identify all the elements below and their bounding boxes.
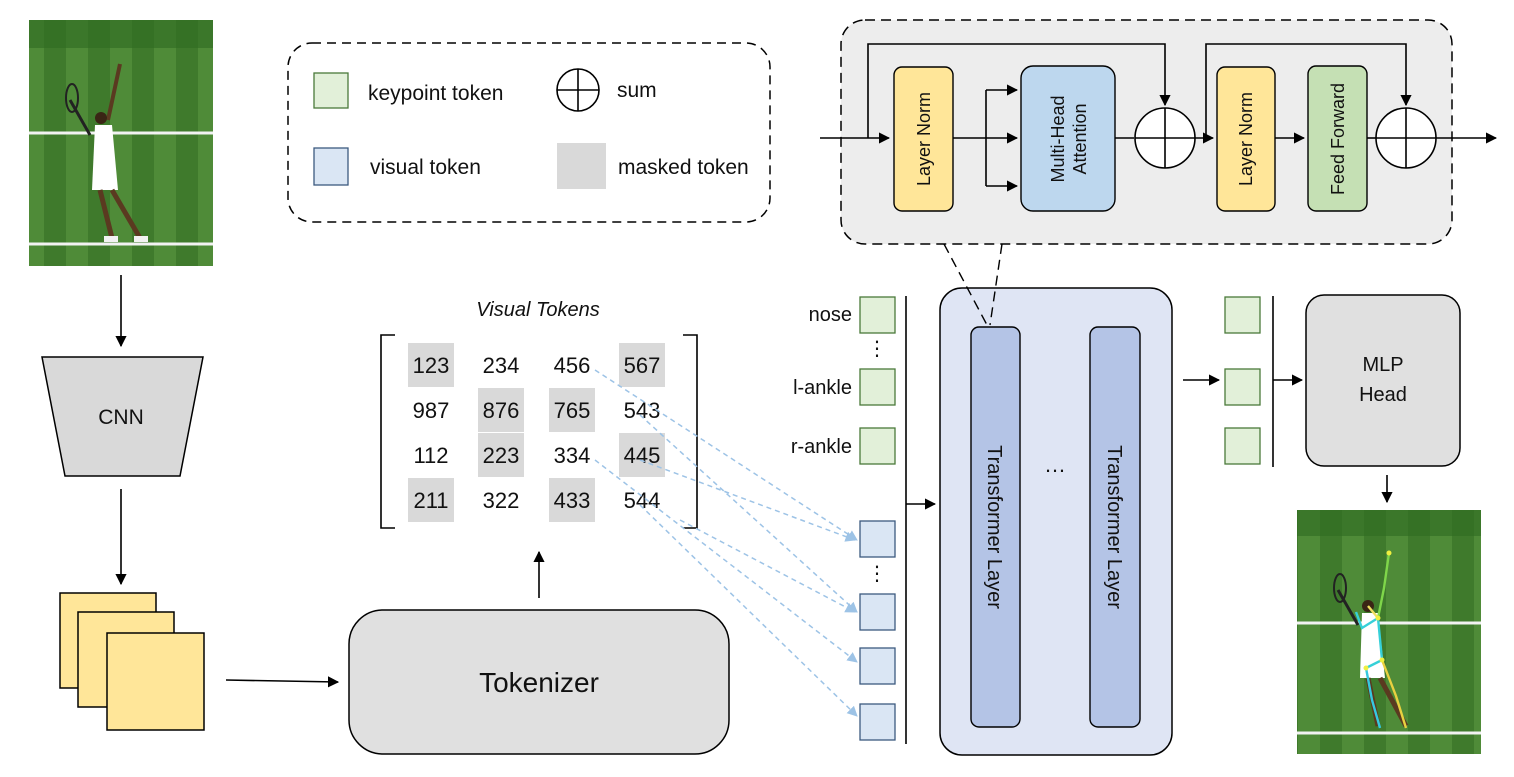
masked-token-cell — [549, 388, 595, 432]
sum-node-1 — [1134, 107, 1196, 169]
legend-visual-label: visual token — [370, 156, 481, 179]
cnn-block: CNN — [41, 356, 204, 477]
sum-node-2 — [1375, 107, 1437, 169]
visual-token-value: 765 — [554, 398, 591, 423]
visual-token-value: 211 — [413, 488, 448, 513]
residual-connection-2 — [1205, 43, 1412, 138]
transformer-layer-2 — [1089, 326, 1141, 728]
masked-token-cell — [549, 478, 595, 522]
feature-maps — [59, 592, 205, 731]
visual-token-value: 234 — [483, 353, 520, 378]
mha-label-line1: Multi-Head — [1048, 95, 1068, 182]
token-arrow — [594, 459, 858, 663]
pose-skeleton — [1354, 550, 1408, 729]
visual-token-dots: ⋮ — [867, 563, 887, 585]
keypoint-token-l-ankle — [859, 368, 896, 406]
masked-token-cell — [478, 388, 524, 432]
tokenizer-label: Tokenizer — [479, 667, 599, 698]
transformer-block-detail: Layer Norm Multi-Head Attention Layer No… — [820, 19, 1498, 245]
multi-head-attention — [1020, 65, 1116, 212]
mlp-head-line1: MLP — [1362, 354, 1403, 376]
mlp-head: MLP Head — [1305, 294, 1461, 467]
token-arrow — [594, 369, 858, 541]
visual-token — [859, 703, 896, 741]
visual-token-value: 433 — [554, 488, 591, 513]
output-token-column — [1183, 296, 1304, 467]
layer-norm-1-label: Layer Norm — [914, 92, 934, 186]
token-arrow — [639, 459, 856, 542]
input-image — [29, 20, 213, 266]
output-keypoint-token — [1224, 368, 1261, 406]
visual-token-value: 543 — [624, 398, 661, 423]
keypoint-label-r-ankle: r-ankle — [791, 436, 852, 458]
arrow-features-to-tokenizer — [225, 676, 340, 688]
visual-token-value: 123 — [413, 353, 450, 378]
visual-token — [859, 520, 896, 558]
transformer-stack: Transformer Layer … Transformer Layer — [939, 287, 1173, 756]
transformer-ellipsis: … — [1044, 452, 1066, 477]
masked-token-cell — [408, 478, 454, 522]
legend: keypoint token visual token sum masked t… — [287, 42, 771, 223]
token-arrow — [639, 414, 858, 613]
keypoint-token-nose — [859, 296, 896, 334]
transformer-layer-1-label: Transformer Layer — [983, 445, 1005, 609]
token-arrow — [679, 519, 856, 613]
mlp-head-line2: Head — [1359, 384, 1407, 406]
masked-token-cell — [619, 343, 665, 387]
cnn-label: CNN — [98, 406, 144, 429]
keypoint-label-nose: nose — [809, 304, 852, 326]
residual-connection-1 — [867, 43, 1171, 138]
masked-token-cell — [408, 343, 454, 387]
visual-token-value: 987 — [413, 398, 450, 423]
legend-keypoint-swatch — [313, 72, 349, 109]
output-pose-image — [1297, 510, 1481, 754]
output-keypoint-token — [1224, 427, 1261, 465]
layer-norm-2-label: Layer Norm — [1236, 92, 1256, 186]
keypoint-label-l-ankle: l-ankle — [793, 377, 852, 399]
legend-keypoint-label: keypoint token — [368, 82, 503, 105]
visual-token-value: 223 — [483, 443, 520, 468]
feed-forward-label: Feed Forward — [1328, 83, 1348, 195]
tokenizer-block: Tokenizer — [348, 609, 730, 755]
masked-token-cell — [619, 433, 665, 477]
legend-masked-label: masked token — [618, 156, 749, 179]
transformer-layer-2-label: Transformer Layer — [1103, 445, 1125, 609]
visual-token-value: 876 — [483, 398, 520, 423]
legend-sum-icon — [556, 68, 600, 112]
visual-token-value: 456 — [554, 353, 591, 378]
visual-tokens-title: Visual Tokens — [476, 299, 599, 321]
masked-token-cell — [478, 433, 524, 477]
visual-token-value: 322 — [483, 488, 520, 513]
token-arrow — [639, 504, 858, 717]
layer-norm-2 — [1216, 66, 1276, 212]
legend-sum-label: sum — [617, 79, 657, 102]
visual-tokens-matrix: Visual Tokens 123 234 456 567 987 876 765 543 11… — [380, 299, 698, 529]
tennis-player-figure — [65, 63, 148, 242]
visual-token-value: 445 — [624, 443, 661, 468]
output-keypoint-token — [1224, 296, 1261, 334]
visual-token-value: 112 — [413, 443, 448, 468]
transformer-layer-1 — [970, 326, 1021, 728]
visual-token-value: 544 — [624, 488, 661, 513]
token-assignment-arrows — [594, 369, 858, 717]
zoom-line-right — [989, 243, 1003, 326]
keypoint-token-r-ankle — [859, 427, 896, 465]
visual-token-value: 567 — [624, 353, 661, 378]
visual-token-value: 334 — [554, 443, 591, 468]
keypoint-dots: ⋮ — [867, 338, 887, 360]
visual-token — [859, 593, 896, 631]
mha-label-line2: Attention — [1070, 103, 1090, 174]
layer-norm-1 — [893, 66, 954, 212]
legend-masked-swatch — [557, 143, 606, 189]
visual-token — [859, 647, 896, 685]
legend-visual-swatch — [313, 147, 349, 186]
input-token-column: nose ⋮ l-ankle r-ankle ⋮ — [791, 296, 937, 744]
